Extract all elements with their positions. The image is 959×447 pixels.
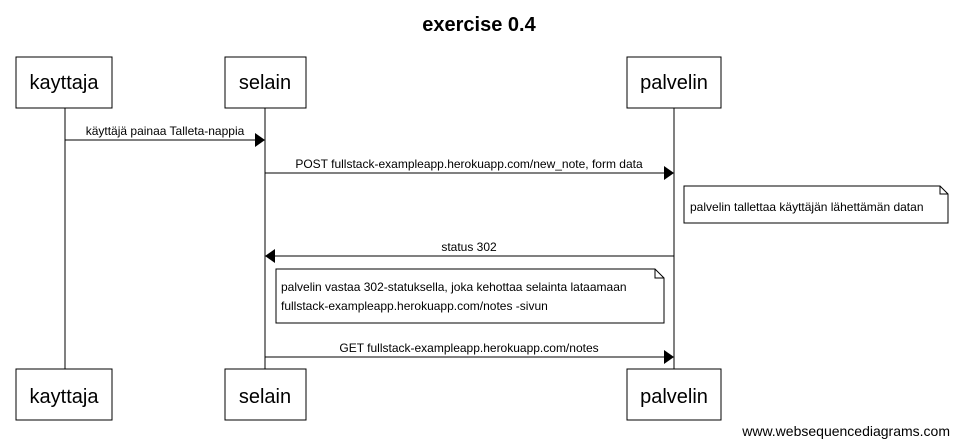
note-line: fullstack-exampleapp.herokuapp.com/notes… — [281, 299, 548, 313]
actor-label: selain — [239, 386, 291, 408]
actor-label: palvelin — [640, 72, 708, 94]
note-redirect: palvelin vastaa 302-statuksella, joka ke… — [275, 268, 665, 324]
actor-bottom-palvelin: palvelin — [626, 368, 722, 421]
note-line: palvelin vastaa 302-statuksella, joka ke… — [281, 280, 627, 294]
actor-label: palvelin — [640, 386, 708, 408]
actor-bottom-kayttaja: kayttaja — [15, 368, 113, 421]
message-label: GET fullstack-exampleapp.herokuapp.com/n… — [339, 341, 598, 355]
actor-label: selain — [239, 72, 291, 94]
arrow-head — [664, 350, 674, 364]
diagram-title: exercise 0.4 — [422, 14, 536, 36]
message-label: POST fullstack-exampleapp.herokuapp.com/… — [295, 157, 643, 171]
watermark-text: www.websequencediagrams.com — [741, 423, 950, 439]
message-post-new-note: POST fullstack-exampleapp.herokuapp.com/… — [265, 157, 674, 180]
arrow-head — [664, 166, 674, 180]
message-label: status 302 — [441, 240, 497, 254]
message-get-notes: GET fullstack-exampleapp.herokuapp.com/n… — [265, 341, 674, 364]
message-label: käyttäjä painaa Talleta-nappia — [86, 124, 245, 138]
arrow-head — [255, 133, 265, 147]
actor-top-palvelin: palvelin — [626, 56, 722, 109]
note-line: palvelin tallettaa käyttäjän lähettämän … — [690, 200, 924, 214]
actor-bottom-selain: selain — [224, 368, 307, 421]
actor-label: kayttaja — [30, 72, 100, 94]
message-status-302: status 302 — [265, 240, 674, 263]
arrow-head — [265, 249, 275, 263]
actor-top-selain: selain — [224, 56, 307, 109]
actor-label: kayttaja — [30, 386, 100, 408]
actor-top-kayttaja: kayttaja — [15, 56, 113, 109]
message-press-save: käyttäjä painaa Talleta-nappia — [65, 124, 265, 147]
note-server-saves: palvelin tallettaa käyttäjän lähettämän … — [683, 185, 949, 224]
